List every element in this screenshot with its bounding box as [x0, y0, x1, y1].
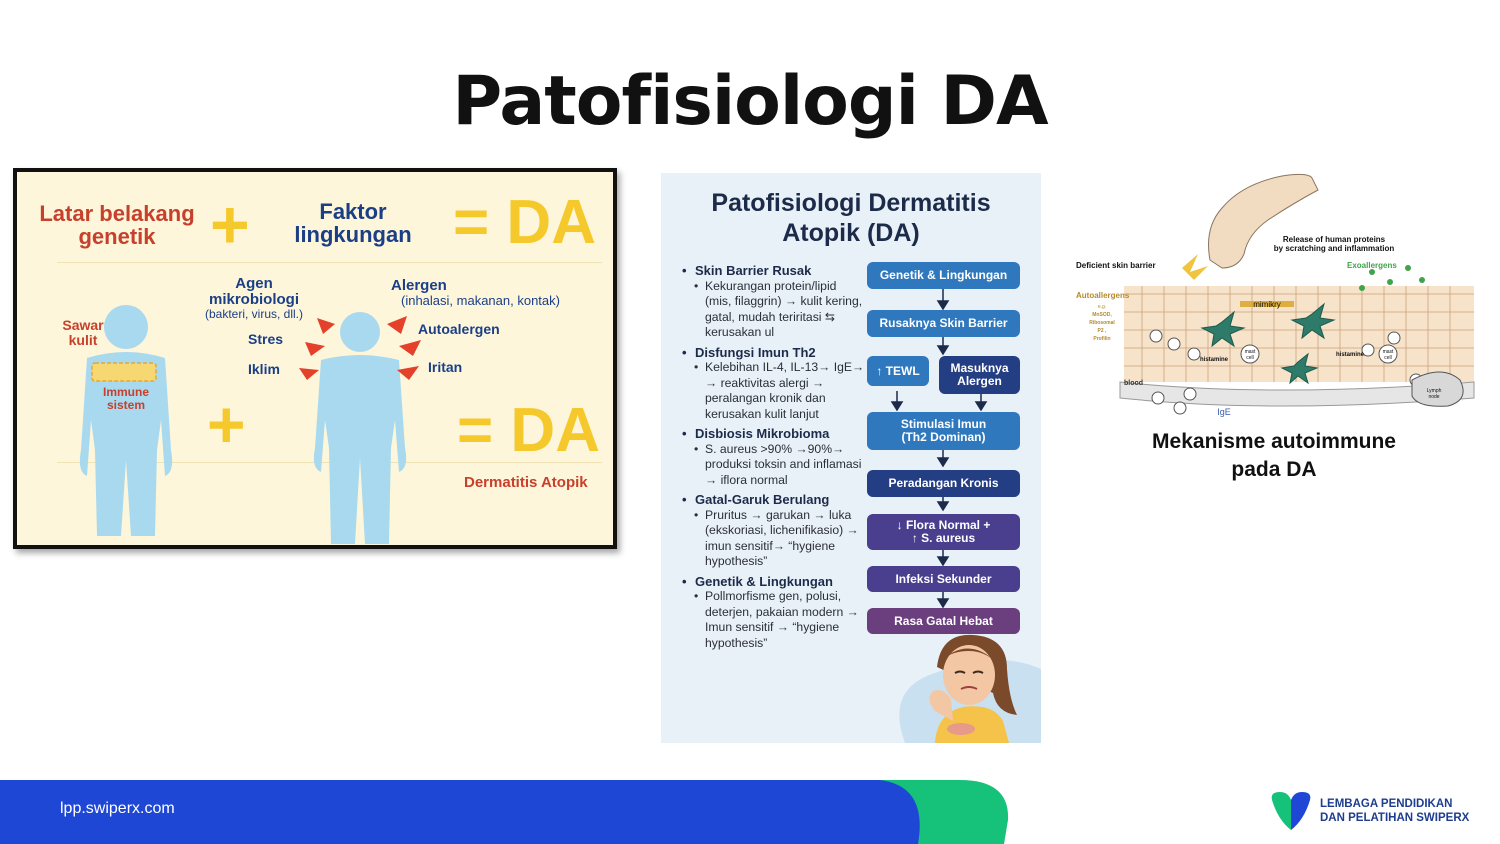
skin-barrier-icon [91, 362, 157, 382]
slide-title: Patofisiologi DA [452, 62, 1048, 141]
arrow-icons [299, 316, 421, 380]
genetic-label: Latar belakang genetik [39, 201, 195, 250]
mast-cell-label-2: cell [1384, 355, 1392, 361]
mimikry-label: mimikry [1253, 300, 1281, 309]
equals-da: = DA [453, 188, 596, 257]
list-item-body: Pollmorfisme gen, polusi, deterjen, paka… [681, 589, 866, 651]
release-label-2: by scratching and inflammation [1274, 244, 1395, 253]
list-item: Genetik & Lingkungan [681, 574, 866, 590]
alergen-label: Alergen (inhalasi, makanan, kontak) [391, 277, 560, 308]
skin-barrier-label: Sawar kulit [62, 317, 104, 348]
list-item: Gatal-Garuk Berulang [681, 492, 866, 508]
footer-bar [0, 780, 1009, 844]
dermatitis-label: Dermatitis Atopik [464, 474, 588, 491]
flow-step: Stimulasi Imun(Th2 Dominan) [867, 412, 1020, 450]
iritan-label: Iritan [428, 359, 463, 375]
equals-da: = DA [457, 396, 600, 465]
mast-cell-label-2: cell [1246, 355, 1254, 361]
plus-sign: + [207, 387, 246, 461]
lymph-node-label-2: node [1428, 394, 1439, 400]
flow-step: ↑ TEWL [867, 356, 929, 386]
immune-system-label: Immune sistem [102, 385, 149, 412]
histamine-label: histamine [1336, 352, 1365, 358]
blood-label: blood [1124, 380, 1143, 387]
stres-label: Stres [248, 331, 284, 347]
list-item-body: S. aureus >90% →90%→ produksi toksin and… [681, 442, 866, 489]
human-body-icon [79, 305, 173, 536]
ige-label: IgE [1217, 407, 1231, 417]
list-item: Disbiosis Mikrobioma [681, 426, 866, 442]
human-body-icon [313, 312, 407, 544]
histamine-label: histamine [1200, 357, 1229, 363]
iklim-label: Iklim [248, 361, 280, 377]
flow-step: Genetik & Lingkungan [867, 262, 1020, 289]
divider [57, 262, 602, 263]
flow-step: Rusaknya Skin Barrier [867, 310, 1020, 337]
exoallergens-label: Exoallergens [1347, 261, 1397, 270]
autoalergen-label: Autoalergen [418, 321, 500, 337]
footer-url[interactable]: lpp.swiperx.com [60, 800, 175, 817]
flow-arrows [890, 287, 988, 609]
list-item: Skin Barrier Rusak [681, 263, 866, 279]
logo-text: LEMBAGA PENDIDIKAN DAN PELATIHAN SWIPERX [1320, 798, 1470, 824]
scratching-girl-illustration [899, 634, 1041, 743]
lymph-node-label: Lymph [1427, 388, 1442, 394]
mechanism-caption: Mekanisme autoimmune pada DA [1152, 430, 1396, 481]
pathophysiology-infographic: Patofisiologi Dermatitis Atopik (DA) Ski… [661, 173, 1041, 743]
list-item-body: Pruritus → garukan → luka (ekskoriasi, l… [681, 508, 866, 570]
autoallergen-example: Ribosomal [1089, 320, 1115, 326]
environment-label: Faktor lingkungan [294, 199, 412, 248]
autoallergen-example: P2 , [1098, 328, 1108, 334]
release-label: Release of human proteins [1283, 235, 1386, 244]
autoallergen-example: MnSOD, [1092, 312, 1112, 318]
mast-cell-label: mast [1245, 349, 1256, 355]
list-item-body: Kelebihan IL-4, IL-13→ IgE→ → reaktivita… [681, 360, 866, 422]
list-item: Disfungsi Imun Th2 [681, 345, 866, 361]
cause-list: Skin Barrier Rusak Kekurangan protein/li… [681, 259, 866, 653]
autoallergen-example: e.g. [1098, 304, 1106, 310]
list-item-body: Kekurangan protein/lipid (mis, filaggrin… [681, 279, 866, 341]
infographic-title: Patofisiologi Dermatitis Atopik (DA) [711, 189, 991, 247]
autoallergen-example: Profilin [1093, 336, 1110, 342]
mast-cell-label: mast [1383, 349, 1394, 355]
flow-step: Peradangan Kronis [867, 470, 1020, 497]
flow-step: Infeksi Sekunder [867, 566, 1020, 592]
flow-step: Rasa Gatal Hebat [867, 608, 1020, 634]
da-formula-illustration: Latar belakang genetik + Faktor lingkung… [13, 168, 617, 549]
autoimmune-mechanism-diagram: Release of human proteins by scratching … [1076, 173, 1475, 417]
plus-sign: + [210, 187, 250, 263]
deficient-label: Deficient skin barrier [1076, 261, 1156, 270]
autoallergens-label: Autoallergens [1076, 291, 1130, 300]
flow-step: ↓ Flora Normal +↑ S. aureus [867, 514, 1020, 550]
swiperx-logo-icon [1271, 792, 1311, 830]
agen-label: Agen mikrobiologi (bakteri, virus, dll.) [204, 275, 304, 321]
